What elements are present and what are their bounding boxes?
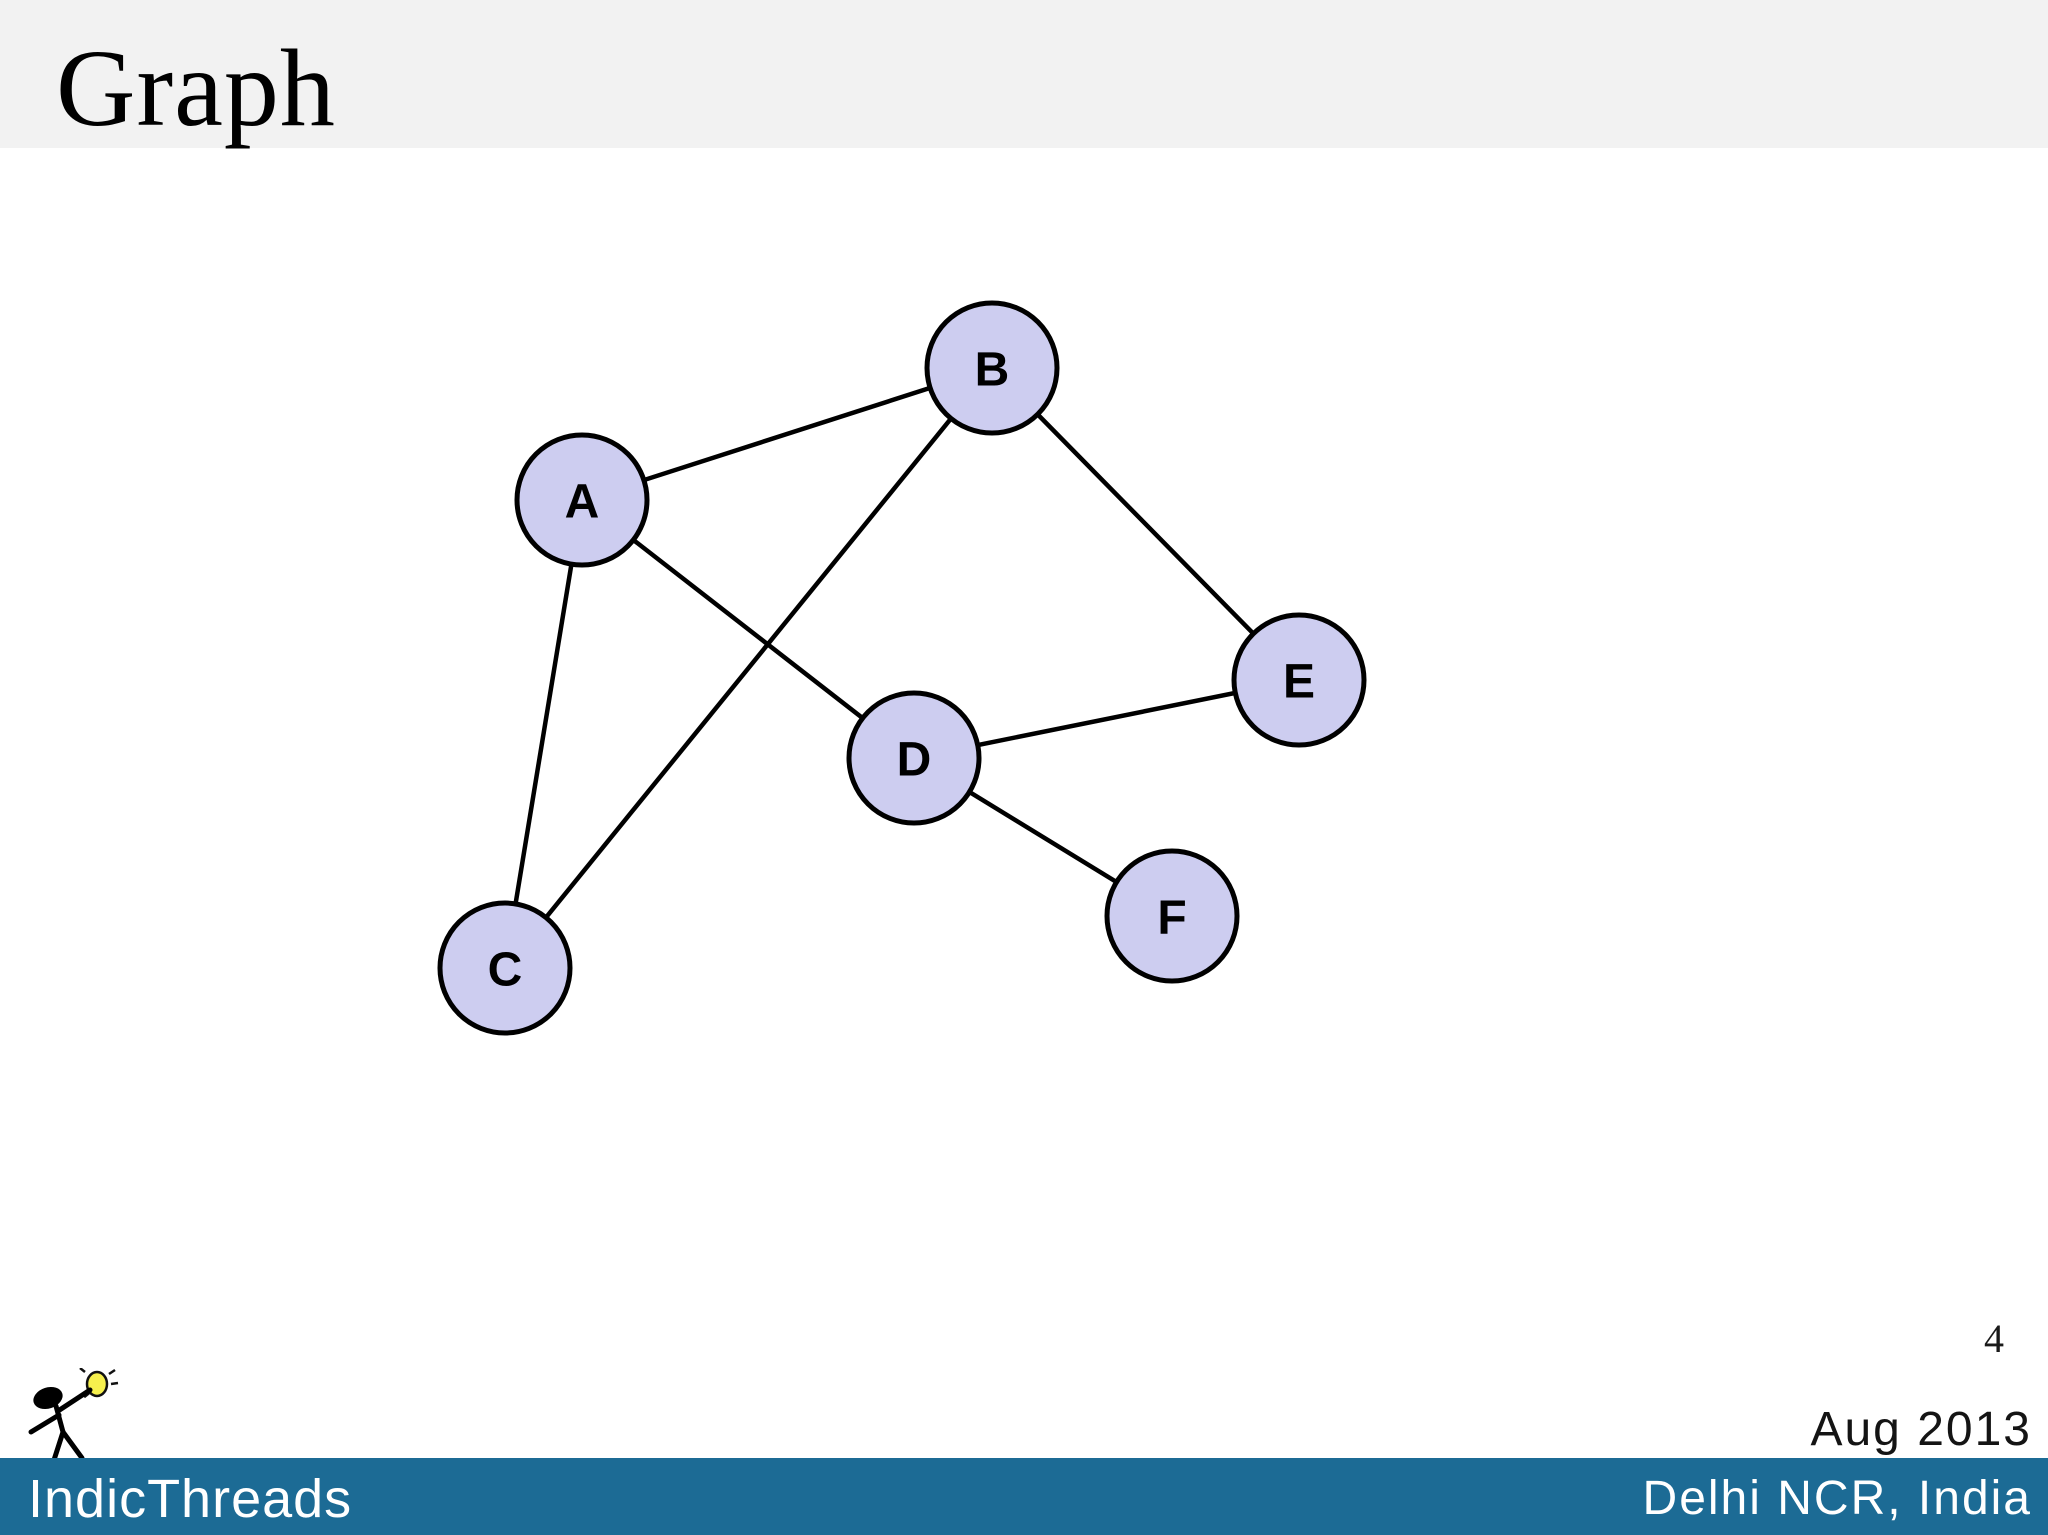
graph-node-label-B: B	[975, 343, 1010, 396]
graph-node-B	[924, 300, 1060, 436]
graph-node-A	[514, 432, 650, 568]
stick-figure-logo	[28, 1368, 119, 1460]
graph-edge-A-B	[581, 365, 993, 503]
graph-node-label-F: F	[1157, 891, 1186, 944]
graph-edge-A-C	[502, 499, 585, 969]
stick-figure	[28, 1386, 93, 1460]
page-number: 4	[1984, 1316, 2004, 1361]
footer-bar: IndicThreads Delhi NCR, India	[0, 1458, 2048, 1535]
graph-edge-B-C	[503, 366, 994, 970]
page-title: Graph	[56, 27, 336, 149]
graph-node-label-A: A	[565, 475, 600, 528]
graph-node-label-D: D	[897, 733, 932, 786]
footer-date: Aug 2013	[1810, 1403, 2032, 1456]
graph-node-E	[1231, 612, 1367, 748]
graph-edge-A-D	[580, 498, 916, 760]
graph-node-F	[1104, 848, 1240, 984]
graph-node-C	[437, 900, 573, 1036]
graph-edge-B-E	[990, 366, 1301, 682]
footer-location: Delhi NCR, India	[1642, 1472, 2032, 1525]
graph-node-label-C: C	[488, 943, 523, 996]
graph-node-label-E: E	[1283, 655, 1315, 708]
footer-brand: IndicThreads	[28, 1468, 353, 1529]
graph-node-D	[846, 690, 982, 826]
slide-header: Graph	[0, 0, 2048, 149]
